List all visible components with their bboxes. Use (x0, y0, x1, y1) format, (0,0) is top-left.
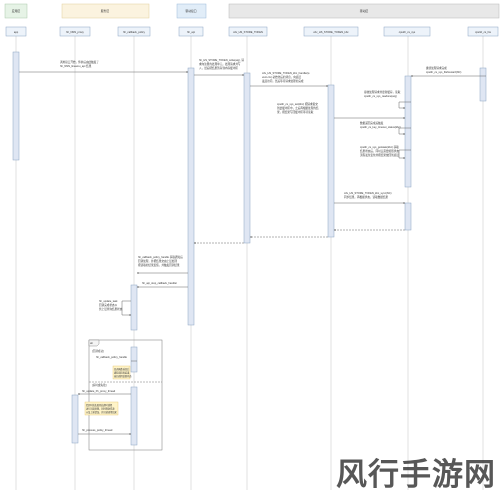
message-6-arrow (398, 101, 411, 109)
message-10-label-c: 把读取的结果反馈，并触发回调结果 (138, 263, 180, 267)
message-9-label-a: cdv_HS_STORE_TOKEN_kbc_sync(NC) (344, 191, 392, 195)
message-1-label-a: 调用接口开始，传参后由此触发了 (60, 60, 99, 64)
activation-callback-alt1 (130, 346, 138, 373)
message-7-arrow (398, 127, 411, 135)
alt-fragment (88, 339, 163, 451)
note-2-line-c: 以及上报错误，并回调调用结果 (86, 410, 117, 414)
message-8-label-c: 流程发生变化并把结果放回到底层 (360, 153, 399, 157)
message-12-label-c: 供上层查询结果状态 (99, 307, 123, 311)
activation-callback-alt2 (130, 386, 138, 446)
group-header-app-label: 应用层 (12, 9, 21, 13)
participant-store-token (228, 26, 268, 37)
message-3-label-c: 发起访问，然后等待请求处理的完成 (262, 79, 304, 83)
activation-store-token (243, 72, 251, 244)
activation-cs-sys-2 (404, 202, 412, 231)
participant-cs-sys (383, 26, 431, 37)
message-7-label-a: 数据返回完成后触发 (360, 121, 384, 125)
activation-cs-sys (404, 75, 412, 188)
participant-app-label: app (14, 31, 19, 34)
activation-proxy (71, 394, 79, 444)
group-header-service (61, 3, 150, 19)
message-4-label-a: 继续处理请求完成 (426, 66, 447, 70)
message-5-label-b: 到此缓冲区中，之后再根据处理的结 (277, 106, 319, 110)
participant-app (5, 26, 27, 37)
note-1-line-b: 通知调用者结果 (114, 371, 130, 375)
note-1 (112, 365, 131, 380)
note-1-line-a: 回调函数返回后 (114, 367, 130, 371)
group-header-driver-api-label: 驱动接口 (185, 9, 196, 13)
participant-cs-hw (467, 26, 499, 37)
participant-callback (117, 26, 151, 37)
message-4-label-b: cpuldr_cs_sys_fileforward(NC) (426, 70, 461, 74)
activation-api (187, 67, 195, 326)
group-header-app (4, 3, 28, 19)
message-12-label-a: hh_update_task (99, 299, 118, 303)
participant-store-token-label: cdv_HS_STORE_TOKEN (233, 30, 263, 34)
message-10-label-b: 回调处理，并把结果交由上层处理 (138, 259, 177, 263)
activation-cs-hw (479, 67, 487, 102)
group-header-service-label: 服务层 (101, 9, 110, 13)
group-header-driver (228, 3, 500, 19)
message-12-arrow (121, 300, 132, 316)
watermark: 风行手游网 (336, 457, 496, 493)
alt-fragment-label: alt (90, 341, 93, 345)
group-header-driver-api (176, 3, 207, 19)
alt-guard-2-message-2: hh_process_policy_thread (82, 428, 113, 432)
alt-guard-1: [回调成功] (92, 349, 104, 353)
message-6-label-a: 接收处理请求并更新缓存，读取 (364, 90, 401, 94)
participant-api (178, 26, 204, 37)
message-3-label-a: cdv_HS_STORE_TOKEN_kbc_handler(e (262, 71, 310, 75)
message-2-label-c: 入，然后把结果暂存到内存缓冲区 (199, 66, 238, 70)
message-2-label-a: hh_HS_STORE_TOKEN_write(arg), 请 (199, 58, 244, 62)
message-10-label-a: hh_callback_policy_handle 获取通知后 (138, 255, 183, 259)
message-3-label-b: vent.ctx) 初始化后的消息，向底层 (262, 75, 301, 79)
message-7-label-b: cpuldr_cs_key_timeout_status(kbc) (360, 125, 401, 129)
participant-cs-sys-label: cpuldr_cs_sys (399, 30, 416, 34)
activation-callback (130, 284, 138, 331)
participant-store-token-kbc (303, 26, 359, 37)
activation-store-token-kbc (327, 84, 335, 238)
participant-callback-label: hh_callback_policy (123, 30, 145, 34)
note-2-line-a: 若超时或失败则由超时线程 (86, 403, 113, 407)
note-2-line-b: 进行回调处理，同时释放资源 (86, 407, 115, 411)
message-5-label-a: cpuldr_cs_sys_set(kbc) 把请求提交 (277, 102, 318, 106)
message-12-label-b: 回调完成状态以 (99, 303, 118, 307)
group-header-driver-label: 驱动层 (360, 9, 369, 13)
message-6-label-b: cpuldr_cs_sys_readone(arg) (364, 94, 397, 98)
alt-guard-2: [超时或失败] (92, 383, 107, 387)
alt-guard-2-message-1: hh_update_hh_proxy_thread (82, 389, 116, 393)
message-11-label: hh_api_stop_callback_handler (142, 281, 177, 285)
message-1-label-b: hh_NNN_lineamu_api 结果 (60, 64, 92, 68)
activation-app (12, 51, 20, 161)
participant-cs-hw-label: cpuldr_cs_hw (475, 30, 491, 34)
note-1-line-c: 返回调用结果状态 (114, 374, 132, 378)
message-5-label-c: 果，把结果写回缓冲区等待读取 (277, 110, 314, 114)
message-2-label-b: 求向注册的处理单元，处理请求并写 (199, 62, 241, 66)
participant-proxy-label: hh_NNN_proxy (66, 30, 84, 34)
message-9-label-b: 同步结果，再根据状态，读取数据结果 (344, 195, 389, 199)
participant-api-label: hh_api (187, 30, 195, 34)
note-2 (84, 401, 119, 416)
alt-guard-1-message: hh_callback_policy_handle (96, 355, 128, 359)
message-8-arrow (398, 149, 411, 159)
message-8-label-a: cpuldr_cs_sys_getstate(kbc) 获取 (360, 145, 399, 149)
message-8-label-b: 结果状态后，同时又需要按照状态 (360, 149, 399, 153)
participant-store-token-kbc-label: cdv_HS_STORE_TOKEN_kbc (313, 30, 349, 34)
alt-fragment-tab (88, 339, 100, 347)
participant-proxy (59, 26, 91, 37)
